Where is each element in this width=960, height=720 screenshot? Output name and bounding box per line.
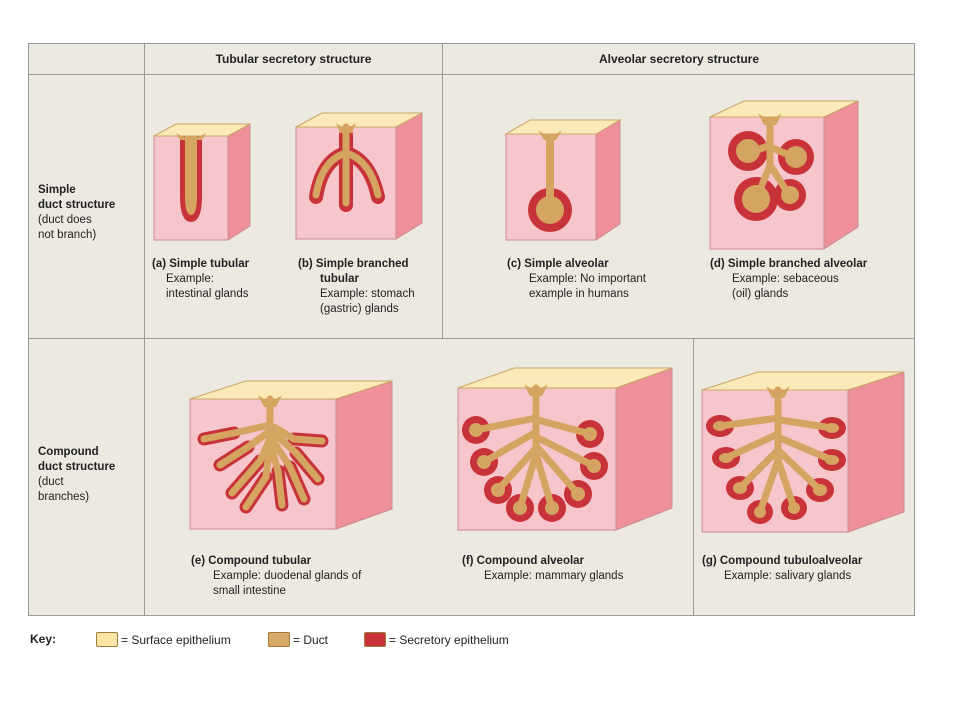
key-item-surface: = Surface epithelium	[96, 632, 231, 647]
gland-example: small intestine	[213, 585, 286, 597]
gland-title: (c) Simple alveolar	[507, 258, 609, 270]
simple-tubular-diagram	[153, 123, 251, 241]
key-item-label: = Surface epithelium	[121, 632, 231, 647]
gland-example: Example: duodenal glands of	[213, 570, 362, 582]
secretory-epithelium-swatch	[364, 632, 386, 647]
row-title: Simple	[38, 184, 76, 196]
gland-example: example in humans	[529, 288, 629, 300]
row-note: (duct does	[38, 214, 92, 226]
grid-line	[442, 43, 443, 338]
gland-title: (b) Simple branched	[298, 258, 409, 270]
grid-line	[28, 74, 915, 75]
gland-example: Example: stomach	[320, 288, 415, 300]
caption-c: (c) Simple alveolar Example: No importan…	[507, 257, 646, 302]
key-label: Key:	[30, 632, 56, 646]
surface-epithelium-swatch	[96, 632, 118, 647]
simple-branched-alveolar-diagram	[709, 100, 859, 250]
gland-example: Example:	[166, 273, 214, 285]
simple-branched-tubular-diagram	[295, 112, 423, 240]
gland-title: (g) Compound tubuloalveolar	[702, 555, 863, 567]
duct-swatch	[268, 632, 290, 647]
gland-example: (oil) glands	[732, 288, 789, 300]
header-alveolar: Alveolar secretory structure	[598, 52, 760, 66]
gland-example: (gastric) glands	[320, 303, 399, 315]
compound-alveolar-diagram	[457, 367, 673, 531]
row-note: not branch)	[38, 229, 97, 241]
row-title: Compound	[38, 446, 99, 458]
key-item-duct: = Duct	[268, 632, 328, 647]
gland-example: Example: sebaceous	[732, 273, 839, 285]
gland-title: tubular	[320, 273, 359, 285]
grid-line	[28, 338, 915, 339]
caption-a: (a) Simple tubular Example: intestinal g…	[152, 257, 249, 302]
key-title: Key:	[30, 632, 57, 646]
caption-g: (g) Compound tubuloalveolar Example: sal…	[702, 554, 862, 584]
compound-tubular-diagram	[189, 380, 393, 530]
caption-f: (f) Compound alveolar Example: mammary g…	[462, 554, 623, 584]
row-label-compound: Compound duct structure (duct branches)	[38, 445, 115, 505]
gland-example: Example: salivary glands	[724, 570, 852, 582]
caption-e: (e) Compound tubular Example: duodenal g…	[191, 554, 361, 599]
gland-example: intestinal glands	[166, 288, 249, 300]
row-note: (duct	[38, 476, 64, 488]
key-item-label: = Secretory epithelium	[389, 632, 509, 647]
gland-title: (d) Simple branched alveolar	[710, 258, 868, 270]
grid-line	[693, 338, 694, 616]
gland-example: Example: No important	[529, 273, 646, 285]
key-item-secretory: = Secretory epithelium	[364, 632, 509, 647]
row-title: duct structure	[38, 461, 116, 473]
gland-title: (a) Simple tubular	[152, 258, 250, 270]
header-tubular: Tubular secretory structure	[215, 52, 372, 66]
row-label-simple: Simple duct structure (duct does not bra…	[38, 183, 115, 243]
gland-title: (e) Compound tubular	[191, 555, 312, 567]
simple-alveolar-diagram	[504, 119, 622, 241]
grid-line	[144, 43, 145, 616]
caption-b: (b) Simple branched tubular Example: sto…	[298, 257, 415, 317]
gland-example: Example: mammary glands	[484, 570, 624, 582]
caption-d: (d) Simple branched alveolar Example: se…	[710, 257, 867, 302]
row-note: branches)	[38, 491, 90, 503]
key-item-label: = Duct	[293, 632, 329, 647]
gland-title: (f) Compound alveolar	[462, 555, 585, 567]
compound-tubuloalveolar-diagram	[701, 371, 905, 533]
row-title: duct structure	[38, 199, 116, 211]
